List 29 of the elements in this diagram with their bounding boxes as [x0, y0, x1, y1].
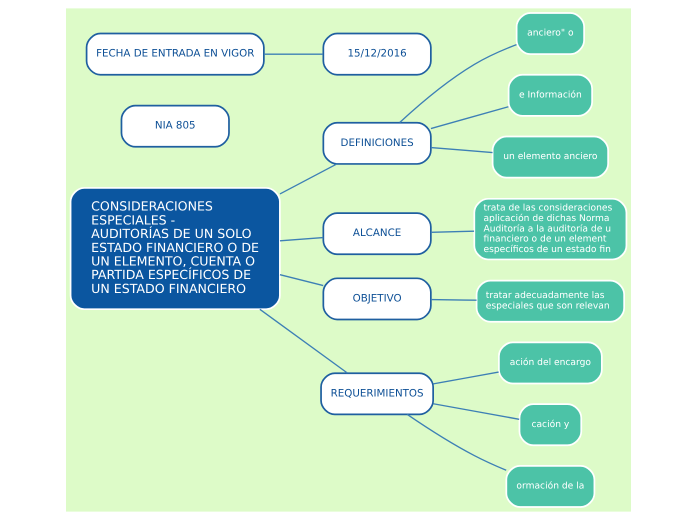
- node-box: 15/12/2016: [322, 32, 432, 76]
- node-box: cación y: [518, 403, 582, 446]
- node-box: REQUERIMIENTOS: [320, 372, 434, 416]
- connector: [279, 236, 323, 242]
- connector: [430, 106, 508, 130]
- node-box: un elemento anciero: [491, 136, 608, 178]
- node-box: ación del encargo: [498, 342, 602, 384]
- node-box: tratar adecuadamente las especiales que son relevan: [475, 280, 624, 323]
- connector: [432, 403, 519, 420]
- node-box: NIA 805: [120, 104, 230, 148]
- connector: [430, 298, 476, 301]
- node-box: ormación de la: [504, 465, 595, 508]
- node-box: OBJETIVO: [322, 277, 432, 320]
- connector: [279, 163, 337, 195]
- connector: [430, 146, 492, 154]
- node-box: DEFINICIONES: [322, 122, 432, 165]
- connector: [398, 44, 516, 123]
- connector: [279, 274, 323, 286]
- node-box: anciero" o: [515, 12, 584, 55]
- connector: [406, 414, 506, 471]
- connector: [430, 230, 474, 233]
- node-box: trata de las consideraciones aplicación de dichas Norma Auditoría a la auditoría de u financiero o de un element específicos de un estado fin: [472, 198, 627, 260]
- node-box: e Información: [507, 74, 592, 117]
- connector: [432, 371, 498, 385]
- connector: [258, 308, 348, 374]
- node-box: CONSIDERACIONES ESPECIALES - AUDITORÍAS DE UN SOLO ESTADO FINANCIERO O DE UN ELEMENTO, CUENTA O PARTIDA ESPECÍFICOS DE UN ESTADO FINANCIERO: [69, 187, 280, 310]
- node-box: FECHA DE ENTRADA EN VIGOR: [85, 32, 264, 76]
- node-box: ALCANCE: [322, 212, 432, 256]
- connector: [263, 53, 322, 55]
